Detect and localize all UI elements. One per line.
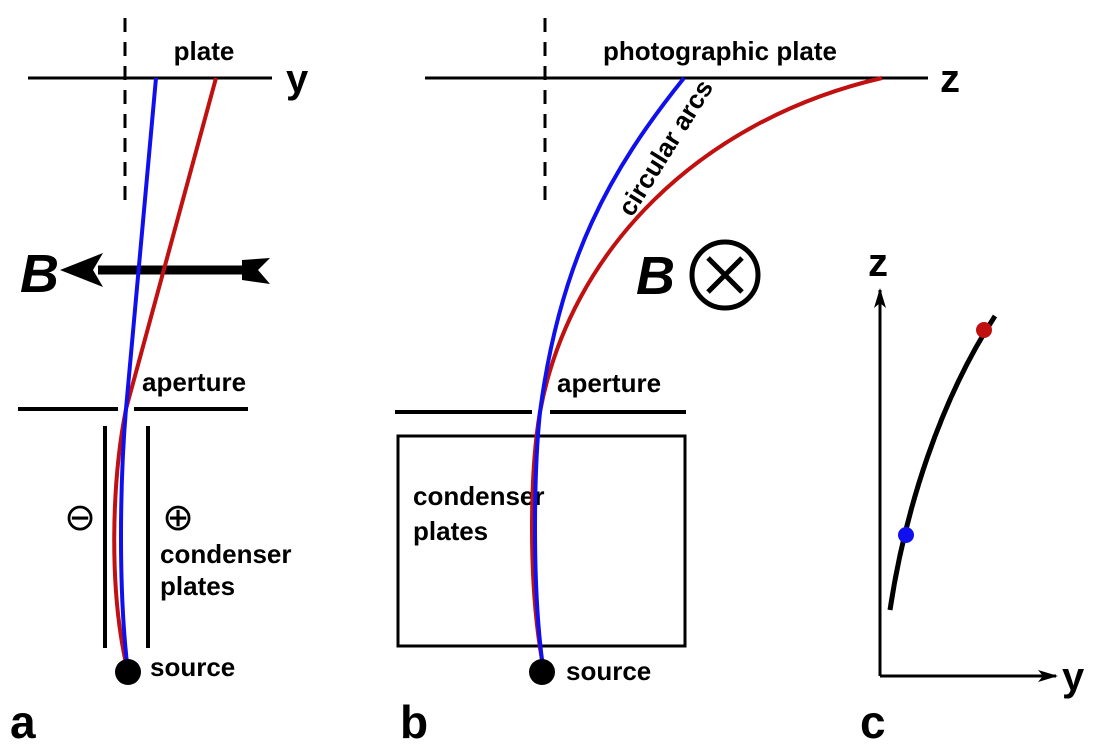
blue-point <box>898 527 914 543</box>
plate-label: photographic plate <box>603 36 837 66</box>
plate-label: plate <box>174 36 235 66</box>
panel-label-a: a <box>10 696 36 748</box>
parabola-curve <box>887 314 998 611</box>
source-dot <box>115 659 141 685</box>
aperture-label: aperture <box>142 367 246 397</box>
blue-trajectory <box>533 76 686 661</box>
blue-trajectory <box>119 77 158 673</box>
field-into-page-icon <box>689 239 761 311</box>
source-label: source <box>566 656 651 686</box>
arc-label: circular arcs <box>612 74 719 221</box>
panel-label-c: c <box>860 696 886 748</box>
y-axis-label: y <box>286 57 309 101</box>
panel-a: plate y B aperture ⊖ ⊕ condenser plates … <box>10 18 309 748</box>
aperture-label: aperture <box>557 368 661 398</box>
panel-c: z y c <box>860 241 1085 748</box>
field-label: B <box>636 246 675 306</box>
y-axis-label: y <box>1062 655 1085 699</box>
panel-b: photographic plate z condenser plates ap… <box>395 18 960 748</box>
red-point <box>976 322 992 338</box>
plus-sign: ⊕ <box>162 497 194 539</box>
z-axis-label: z <box>940 57 960 101</box>
condenser-label-line1: condenser <box>413 481 545 511</box>
panel-label-b: b <box>400 696 428 748</box>
field-label: B <box>20 244 59 304</box>
z-axis-label: z <box>868 241 888 285</box>
condenser-label-line2: plates <box>160 571 235 601</box>
condenser-label-line1: condenser <box>160 539 292 569</box>
minus-sign: ⊖ <box>64 497 96 539</box>
red-trajectory <box>530 76 883 661</box>
condenser-label-line2: plates <box>413 516 488 546</box>
source-dot <box>529 659 555 685</box>
source-label: source <box>150 652 235 682</box>
field-arrow <box>60 253 270 287</box>
